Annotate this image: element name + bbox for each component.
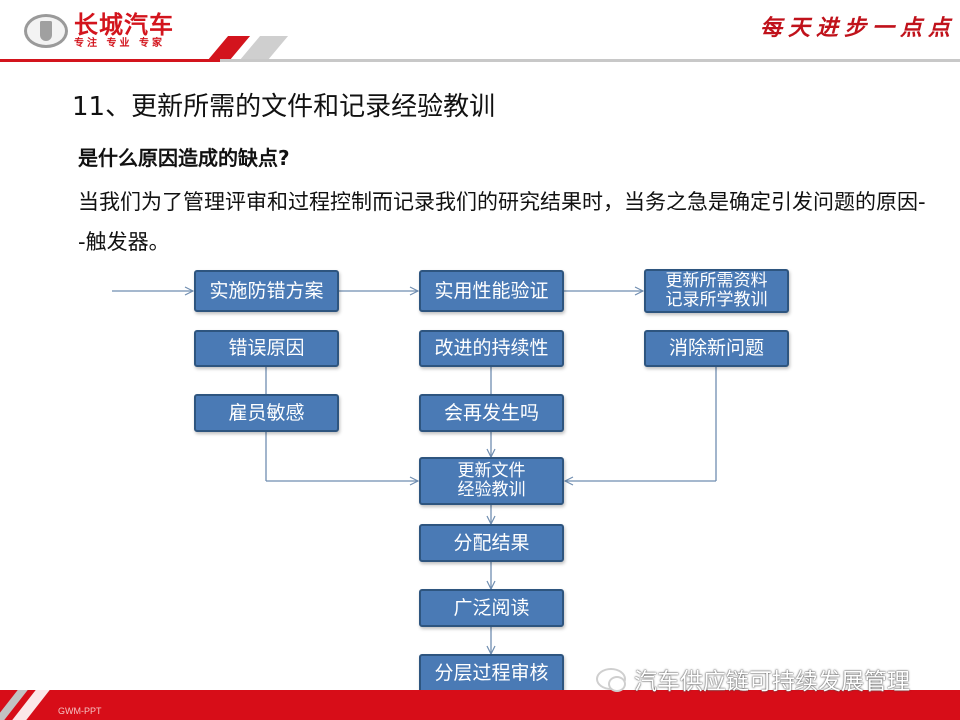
slide-paragraph: 当我们为了管理评审和过程控制而记录我们的研究结果时，当务之急是确定引发问题的原因… [78,190,926,254]
header-slogan: 每天进步一点点 [760,15,957,41]
flow-box-layered-process-audit: 分层过程审核 [419,654,564,693]
header-divider [0,59,960,62]
flow-box-improvement-sustainability: 改进的持续性 [419,330,564,367]
flow-box-update-materials: 更新所需资料 记录所学教训 [644,269,789,313]
slide-question: 是什么原因造成的缺点? [78,146,290,170]
flow-box-line: 经验教训 [457,480,526,500]
flow-box-line: 更新所需资料 [665,271,768,291]
flow-box-line: 记录所学教训 [665,290,768,310]
flow-box-recurrence-check: 会再发生吗 [419,394,564,432]
flow-box-error-cause: 错误原因 [194,330,339,367]
brand-tagline: 专注 专业 专家 [74,38,165,49]
slide-header: 长城汽车 专注 专业 专家 每天进步一点点 [0,0,960,62]
slide-title: 11、更新所需的文件和记录经验教训 [72,92,496,122]
flow-box-practical-verification: 实用性能验证 [419,270,564,312]
flow-box-eliminate-new-problems: 消除新问题 [644,330,789,367]
brand-logo: 长城汽车 专注 专业 专家 [24,12,174,50]
watermark-text: 汽车供应链可持续发展管理 [634,669,910,695]
footer-bar [0,690,960,720]
flow-box-update-documents: 更新文件 经验教训 [419,457,564,505]
wechat-watermark: 汽车供应链可持续发展管理 [596,662,910,696]
flow-box-line: 更新文件 [457,461,526,481]
flow-box-wide-reading: 广泛阅读 [419,589,564,627]
brand-name: 长城汽车 [74,11,174,39]
gwm-emblem-icon [24,14,68,48]
footer-label: GWM-PPT [58,706,102,716]
flow-box-employee-sensitivity: 雇员敏感 [194,394,339,432]
wechat-icon [596,668,626,692]
flow-box-distribute-results: 分配结果 [419,524,564,562]
flow-box-implement-error-proofing: 实施防错方案 [194,270,339,312]
